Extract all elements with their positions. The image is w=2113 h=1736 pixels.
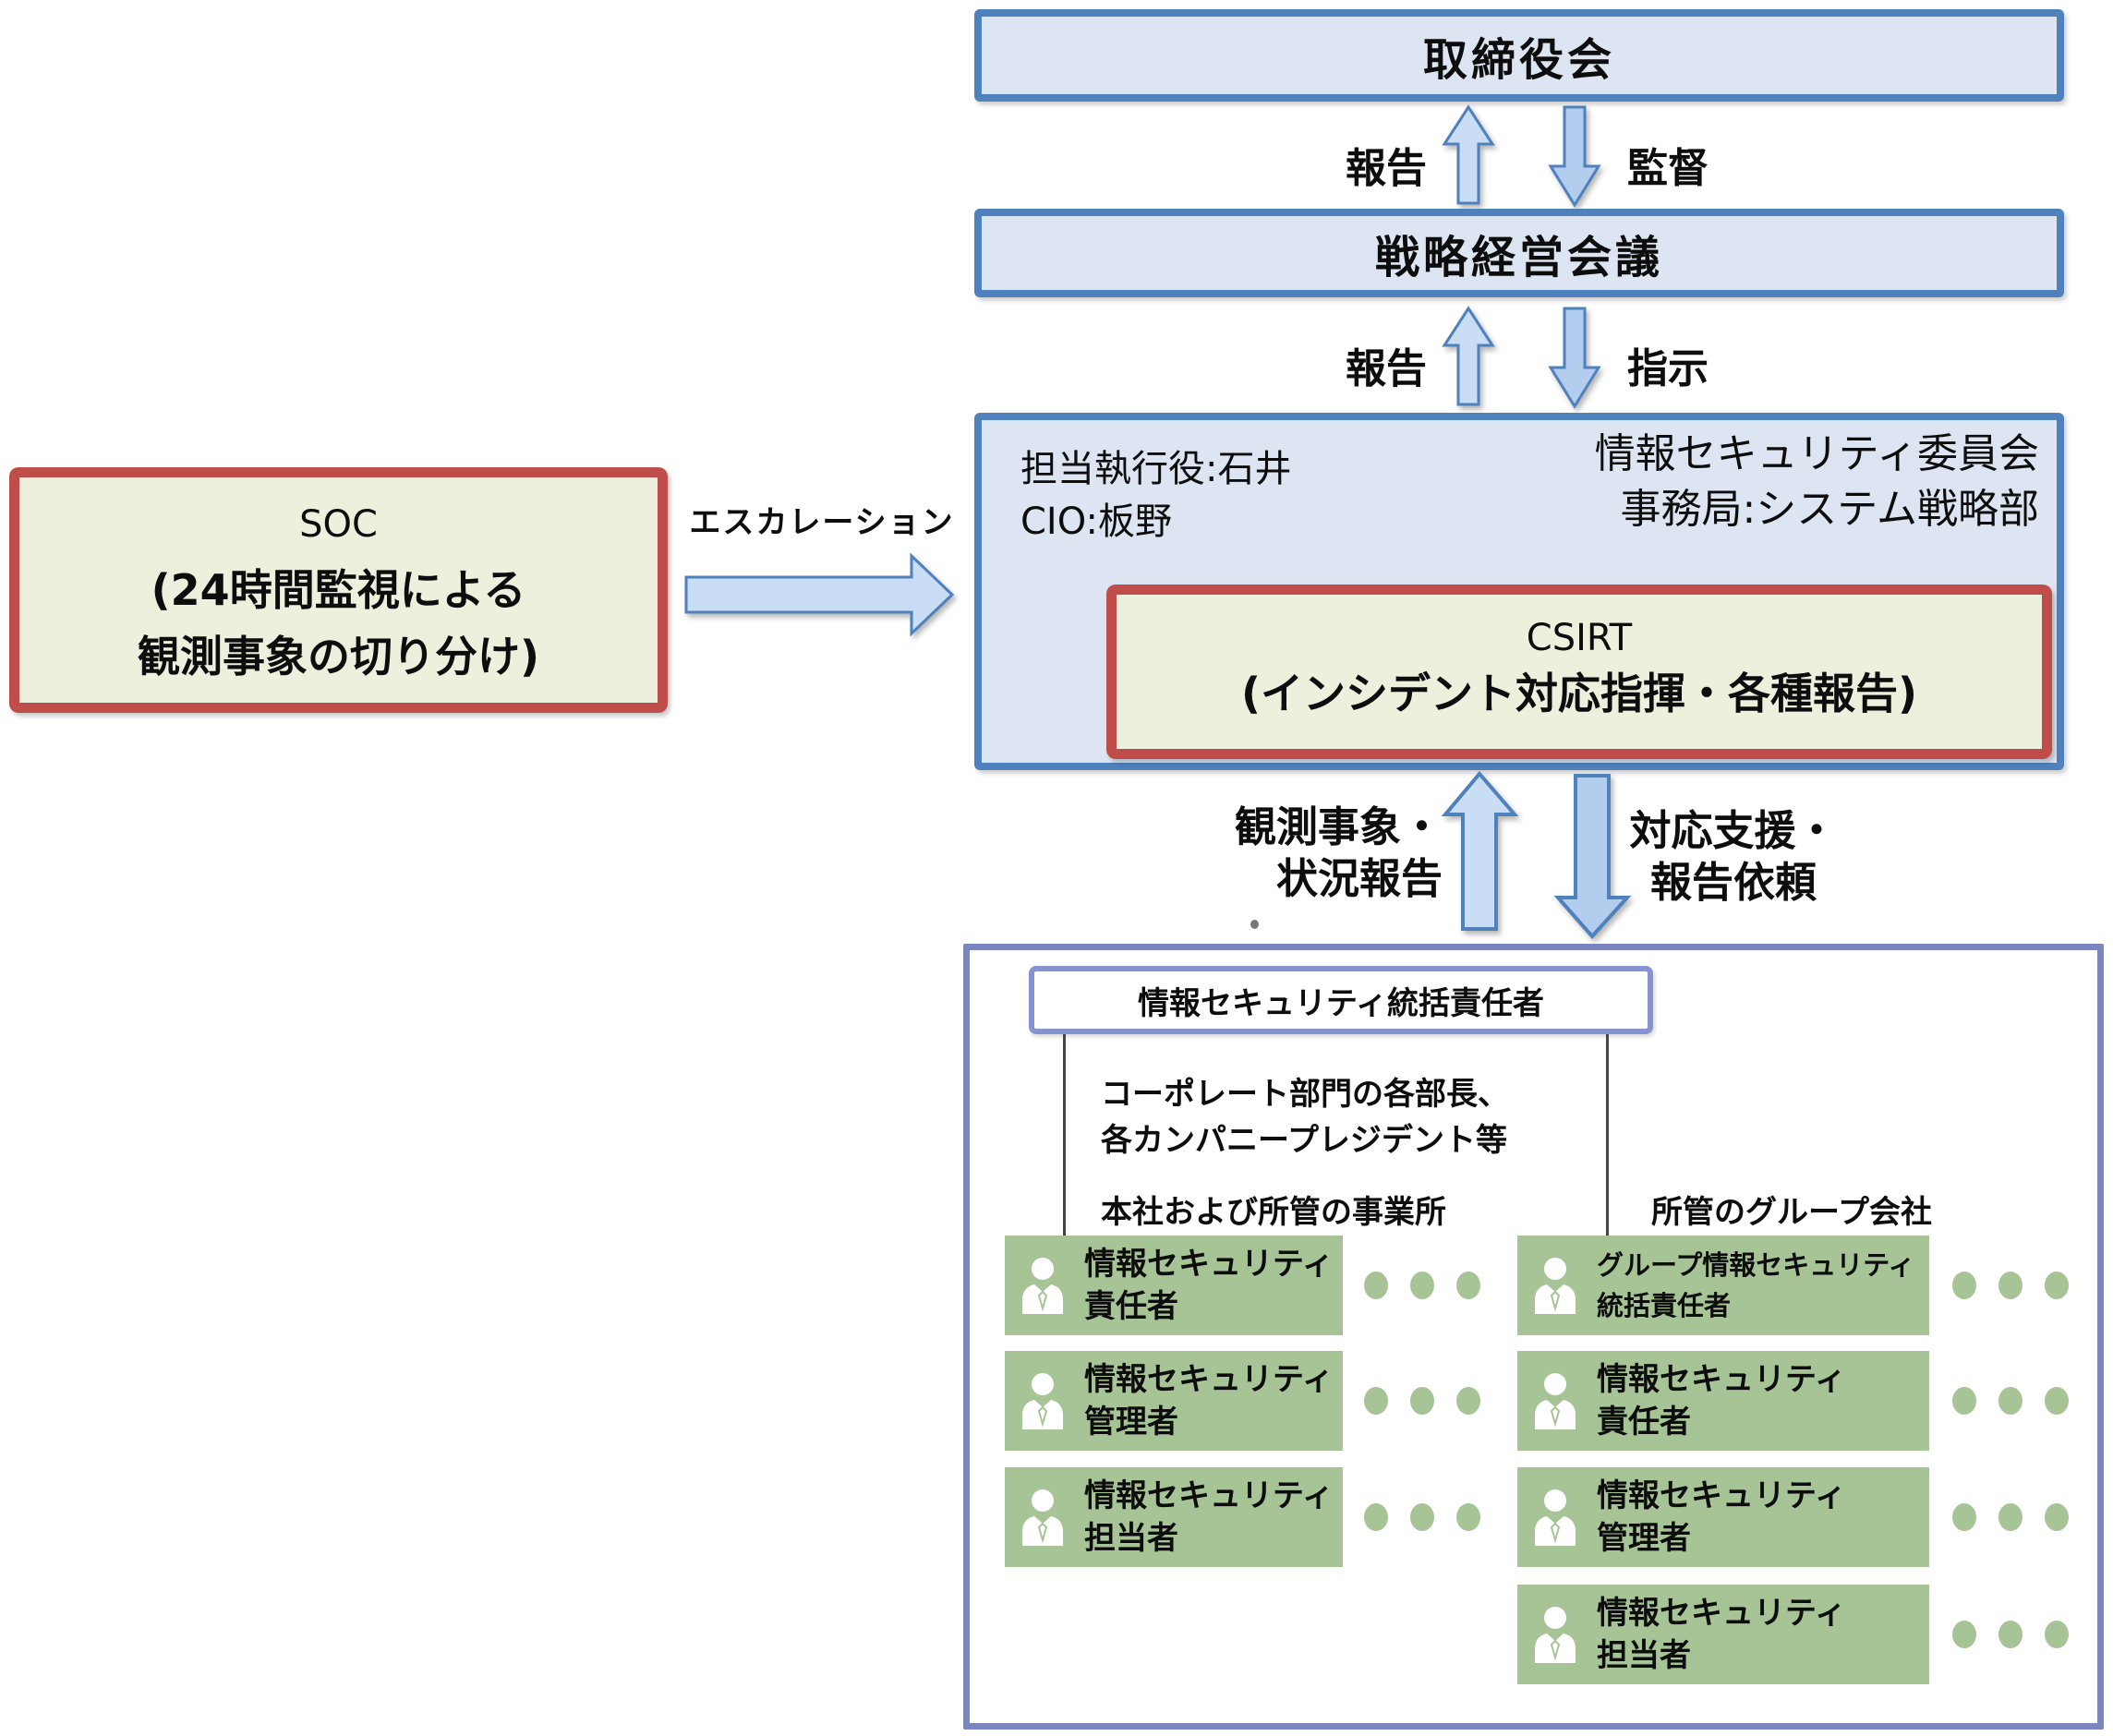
escalation-right-arrow	[684, 552, 955, 637]
person-icon	[1022, 1489, 1063, 1546]
role-label-line2: 担当者	[1084, 1520, 1178, 1557]
ellipsis-dots-right-1	[1952, 1272, 2069, 1299]
person-icon	[1535, 1607, 1576, 1663]
person-icon	[1535, 1489, 1576, 1546]
corporate-line2: 各カンパニープレジデント等	[1101, 1122, 1507, 1159]
role-label-line1: 情報セキュリティ	[1084, 1246, 1334, 1283]
flow3-down-line2: 報告依頼	[1649, 858, 1817, 907]
flow2-report-label: 報告	[1346, 345, 1427, 392]
flow3-up-line2: 状況報告	[1275, 854, 1443, 903]
connector-line-right	[1606, 1034, 1609, 1236]
committee-office: 事務局:システム戦略部	[1620, 486, 2039, 533]
up-arrow-strategy	[1442, 306, 1495, 406]
flow3-down-line1: 対応支援・	[1629, 806, 1838, 855]
soc-title: SOC	[299, 503, 378, 546]
security-general-manager-label: 情報セキュリティ統括責任者	[1138, 984, 1544, 1022]
ellipsis-dots-right-4	[1952, 1621, 2069, 1648]
corporate-line1: コーポレート部門の各部長、	[1101, 1076, 1509, 1113]
person-icon	[1022, 1258, 1063, 1314]
flow3-up-label: 観測事象・ 状況報告	[1193, 802, 1443, 905]
stray-dot	[1250, 920, 1259, 929]
committee-exec-text: 担当執行役:石井 CIO:板野	[1020, 443, 1291, 549]
up-arrow-field	[1441, 770, 1519, 931]
ellipsis-dots-left-1	[1364, 1272, 1480, 1299]
strategy-meeting-label: 戦略経営会議	[1374, 232, 1663, 283]
role-label-line1: 情報セキュリティ	[1597, 1361, 1846, 1398]
role-label-line2: 責任者	[1084, 1288, 1178, 1325]
role-box-right-1: グループ情報セキュリティ 統括責任者	[1517, 1236, 1929, 1335]
role-box-right-2: 情報セキュリティ 責任者	[1517, 1351, 1929, 1451]
role-label-line2: 担当者	[1597, 1637, 1691, 1674]
ellipsis-dots-left-2	[1364, 1387, 1480, 1415]
role-box-left-2: 情報セキュリティ 管理者	[1005, 1351, 1343, 1451]
down-arrow-board	[1548, 105, 1601, 208]
column-label-group-companies: 所管のグループ会社	[1651, 1194, 1932, 1231]
role-label-line1: 情報セキュリティ	[1597, 1477, 1846, 1514]
role-label-line2: 責任者	[1597, 1404, 1691, 1441]
role-label-line1: 情報セキュリティ	[1597, 1595, 1846, 1632]
role-label-line1: 情報セキュリティ	[1084, 1361, 1334, 1398]
ellipsis-dots-right-3	[1952, 1503, 2069, 1531]
person-icon	[1022, 1373, 1063, 1429]
role-label-line1: 情報セキュリティ	[1084, 1477, 1334, 1514]
role-label-line1: グループ情報セキュリティ	[1597, 1249, 1915, 1281]
cio-line: CIO:板野	[1020, 500, 1172, 543]
flow2-instruct-label: 指示	[1627, 345, 1709, 392]
strategy-meeting-box: 戦略経営会議	[974, 209, 2064, 297]
role-label-line2: 管理者	[1084, 1404, 1178, 1441]
exec-officer-line: 担当執行役:石井	[1020, 448, 1292, 490]
down-arrow-field	[1553, 774, 1632, 940]
role-box-left-1: 情報セキュリティ 責任者	[1005, 1236, 1343, 1335]
soc-line3: 観測事象の切り分け)	[137, 632, 540, 681]
escalation-label: エスカレーション	[689, 504, 955, 541]
soc-line2: (24時間監視による	[151, 565, 526, 615]
committee-title-text: 情報セキュリティ委員会 事務局:システム戦略部	[1570, 427, 2039, 537]
role-box-right-4: 情報セキュリティ 担当者	[1517, 1585, 1929, 1684]
flow1-supervise-label: 監督	[1627, 145, 1709, 192]
role-label-line2: 管理者	[1597, 1520, 1691, 1557]
ellipsis-dots-left-3	[1364, 1503, 1480, 1531]
csirt-subtitle: (インシデント対応指揮・各種報告)	[1240, 669, 1918, 718]
flow3-up-line1: 観測事象・	[1234, 802, 1443, 851]
connector-line-left	[1063, 1034, 1066, 1236]
board-of-directors-box: 取締役会	[974, 9, 2064, 102]
csirt-title: CSIRT	[1526, 617, 1633, 659]
flow3-down-label: 対応支援・ 報告依頼	[1609, 805, 1858, 909]
csirt-box: CSIRT (インシデント対応指揮・各種報告)	[1106, 585, 2052, 759]
security-general-manager-box: 情報セキュリティ統括責任者	[1029, 966, 1653, 1034]
ellipsis-dots-right-2	[1952, 1387, 2069, 1415]
person-icon	[1535, 1373, 1576, 1429]
role-box-right-3: 情報セキュリティ 管理者	[1517, 1467, 1929, 1567]
down-arrow-strategy	[1548, 307, 1601, 409]
column-label-headquarters: 本社および所管の事業所	[1101, 1194, 1446, 1231]
up-arrow-board	[1442, 104, 1495, 205]
soc-box: SOC (24時間監視による 観測事象の切り分け)	[9, 467, 668, 713]
committee-name: 情報セキュリティ委員会	[1594, 430, 2039, 477]
board-of-directors-label: 取締役会	[1422, 34, 1615, 86]
flow1-report-label: 報告	[1346, 145, 1427, 192]
role-label-line2: 統括責任者	[1597, 1290, 1732, 1321]
corporate-description: コーポレート部門の各部長、 各カンパニープレジデント等	[1101, 1071, 1509, 1163]
role-box-left-3: 情報セキュリティ 担当者	[1005, 1467, 1343, 1567]
person-icon	[1535, 1258, 1576, 1314]
